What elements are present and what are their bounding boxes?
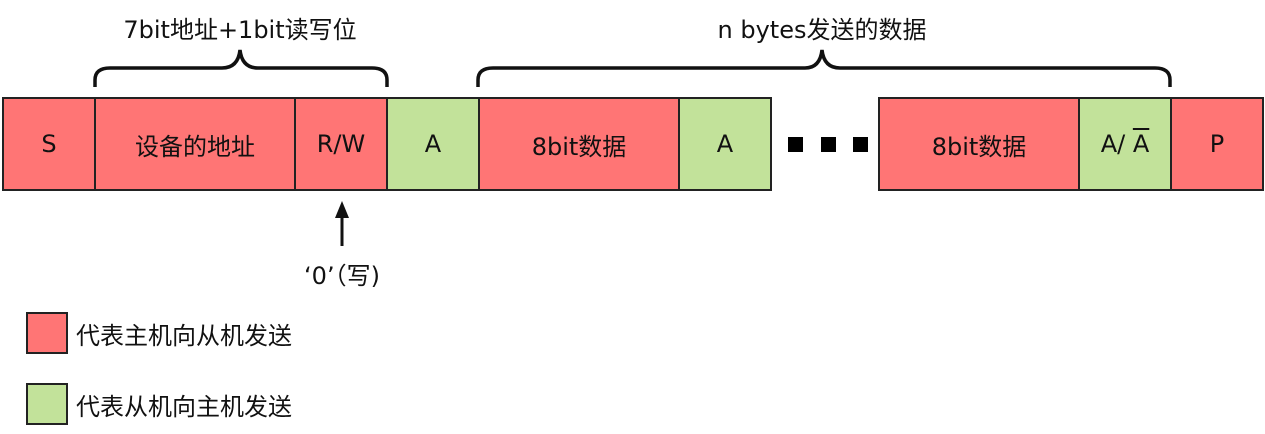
cell-text: 8bit数据	[531, 132, 627, 161]
start-bit-cell: S	[2, 97, 96, 191]
cell-text: A	[716, 130, 734, 158]
ellipsis-square-icon	[788, 137, 803, 152]
rw-bit-cell: R/W	[294, 97, 388, 191]
ellipsis-square-icon	[853, 137, 868, 152]
cell-text: A	[424, 130, 442, 158]
data-bracket-label: n bytes发送的数据	[717, 16, 927, 44]
address-bracket-label: 7bit地址+1bit读写位	[123, 16, 357, 44]
nack-overbar-text: A	[1132, 130, 1150, 158]
cell-text-prefix: A/	[1100, 130, 1133, 158]
cell-text: 设备的地址	[135, 132, 255, 161]
legend-master-text: 代表主机向从机发送	[76, 322, 292, 350]
data-byte-cell: 8bit数据	[478, 97, 680, 191]
legend-master-swatch	[26, 312, 68, 354]
up-arrow-icon	[335, 201, 349, 246]
cell-text: R/W	[316, 130, 366, 158]
device-address-cell: 设备的地址	[94, 97, 296, 191]
cell-text: 8bit数据	[931, 132, 1027, 161]
legend-slave-text: 代表从机向主机发送	[76, 393, 292, 421]
write-bit-annotation: ‘0’（写)	[304, 262, 380, 290]
ellipsis-square-icon	[821, 137, 836, 152]
ack-cell: A	[386, 97, 480, 191]
address-bracket	[93, 49, 389, 87]
ack-nack-cell: A/ A	[1078, 97, 1172, 191]
data-byte-cell: 8bit数据	[878, 97, 1080, 191]
stop-bit-cell: P	[1170, 97, 1264, 191]
cell-text: S	[41, 130, 57, 158]
ack-cell: A	[678, 97, 772, 191]
data-bracket	[476, 49, 1172, 87]
legend-slave-swatch	[26, 383, 68, 425]
cell-text: P	[1209, 130, 1225, 158]
